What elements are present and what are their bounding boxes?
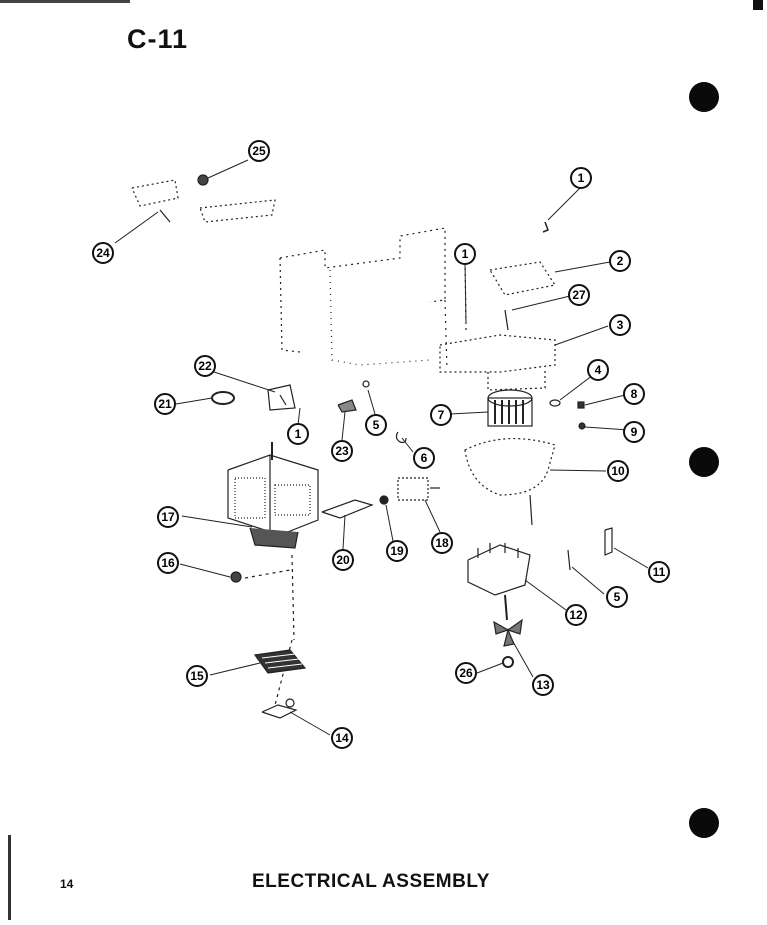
- callout-1-center: 1: [454, 243, 476, 265]
- page-number: 14: [60, 877, 74, 891]
- callout-5-right: 5: [606, 586, 628, 608]
- callout-19: 19: [386, 540, 408, 562]
- callout-8: 8: [623, 383, 645, 405]
- callout-22: 22: [194, 355, 216, 377]
- callout-label: 8: [631, 387, 638, 401]
- washer-9: [578, 422, 586, 430]
- callout-label: 19: [390, 544, 404, 558]
- callout-label: 18: [435, 536, 449, 550]
- clamp-14: [261, 698, 298, 719]
- callout-label: 7: [438, 408, 445, 422]
- callout-20: 20: [332, 549, 354, 571]
- callout-27: 27: [568, 284, 590, 306]
- chassis-panel: [279, 227, 448, 371]
- callout-label: 16: [161, 556, 175, 570]
- callout-label: 2: [617, 254, 624, 268]
- page-code: C-11: [127, 24, 189, 54]
- screw-1-top: [542, 221, 549, 233]
- callout-25: 25: [248, 140, 270, 162]
- corner-mark: [753, 0, 763, 10]
- callout-1-top-right: 1: [570, 167, 592, 189]
- callout-9: 9: [623, 421, 645, 443]
- callout-label: 17: [161, 510, 175, 524]
- page-left-edge: [8, 835, 11, 920]
- callout-label: 5: [373, 418, 380, 432]
- callout-11: 11: [648, 561, 670, 583]
- callout-label: 3: [617, 318, 624, 332]
- filter-15: [253, 649, 307, 674]
- screw-5-right: [567, 549, 571, 571]
- stirrer-plate-10: [464, 438, 556, 526]
- callout-label: 27: [572, 288, 586, 302]
- nut-25: [197, 174, 209, 186]
- callout-label: 22: [198, 359, 212, 373]
- stirrer-motor-12: [467, 543, 531, 621]
- callout-26: 26: [455, 662, 477, 684]
- callout-14: 14: [331, 727, 353, 749]
- screw-5-center: [362, 380, 370, 388]
- binder-hole-top: [689, 82, 719, 112]
- callout-6: 6: [413, 447, 435, 469]
- fan-motor-7: [487, 389, 533, 427]
- callout-5-center: 5: [365, 414, 387, 436]
- callout-label: 9: [631, 425, 638, 439]
- callout-label: 25: [252, 144, 266, 158]
- fan-blade-13: [493, 618, 523, 647]
- callout-label: 26: [459, 666, 473, 680]
- callout-label: 6: [421, 451, 428, 465]
- screw-16: [230, 571, 242, 583]
- callout-2: 2: [609, 250, 631, 272]
- callout-label: 23: [335, 444, 349, 458]
- gasket-21: [211, 391, 235, 405]
- callout-label: 12: [569, 608, 583, 622]
- callout-label: 14: [335, 731, 349, 745]
- screw-4: [549, 399, 561, 407]
- page-top-edge: [0, 0, 130, 3]
- callout-12: 12: [565, 604, 587, 626]
- nut-19: [379, 495, 389, 505]
- callout-21: 21: [154, 393, 176, 415]
- bracket-11: [604, 527, 613, 556]
- callout-label: 1: [295, 427, 302, 441]
- callout-label: 4: [595, 363, 602, 377]
- callout-17: 17: [157, 506, 179, 528]
- page-title: ELECTRICAL ASSEMBLY: [252, 871, 490, 892]
- callout-label: 21: [158, 397, 172, 411]
- nut-8: [577, 401, 585, 409]
- callout-10: 10: [607, 460, 629, 482]
- callout-13: 13: [532, 674, 554, 696]
- motor-bracket-3: [439, 334, 556, 391]
- clip-23: [337, 399, 357, 413]
- thermal-cutout-6: [395, 431, 407, 444]
- callout-3: 3: [609, 314, 631, 336]
- callout-label: 5: [614, 590, 621, 604]
- callout-1-left: 1: [287, 423, 309, 445]
- diode-20: [321, 499, 374, 519]
- callout-label: 20: [336, 553, 350, 567]
- callout-label: 15: [190, 669, 204, 683]
- callout-label: 1: [578, 171, 585, 185]
- callout-7: 7: [430, 404, 452, 426]
- callout-label: 1: [462, 247, 469, 261]
- bracket-22: [267, 384, 296, 411]
- magnetron-17: [227, 442, 319, 549]
- fuse-holder-18: [397, 477, 440, 501]
- binder-hole-middle: [689, 447, 719, 477]
- callout-23: 23: [331, 440, 353, 462]
- callout-label: 11: [653, 565, 666, 579]
- bracket-24: [131, 179, 276, 223]
- callout-label: 13: [536, 678, 550, 692]
- binder-hole-bottom: [689, 808, 719, 838]
- callout-24: 24: [92, 242, 114, 264]
- callout-4: 4: [587, 359, 609, 381]
- washer-26: [502, 656, 514, 668]
- terminal-block-2: [489, 261, 556, 331]
- callout-15: 15: [186, 665, 208, 687]
- callout-16: 16: [157, 552, 179, 574]
- callout-label: 24: [96, 246, 110, 260]
- callout-18: 18: [431, 532, 453, 554]
- callout-label: 10: [611, 464, 625, 478]
